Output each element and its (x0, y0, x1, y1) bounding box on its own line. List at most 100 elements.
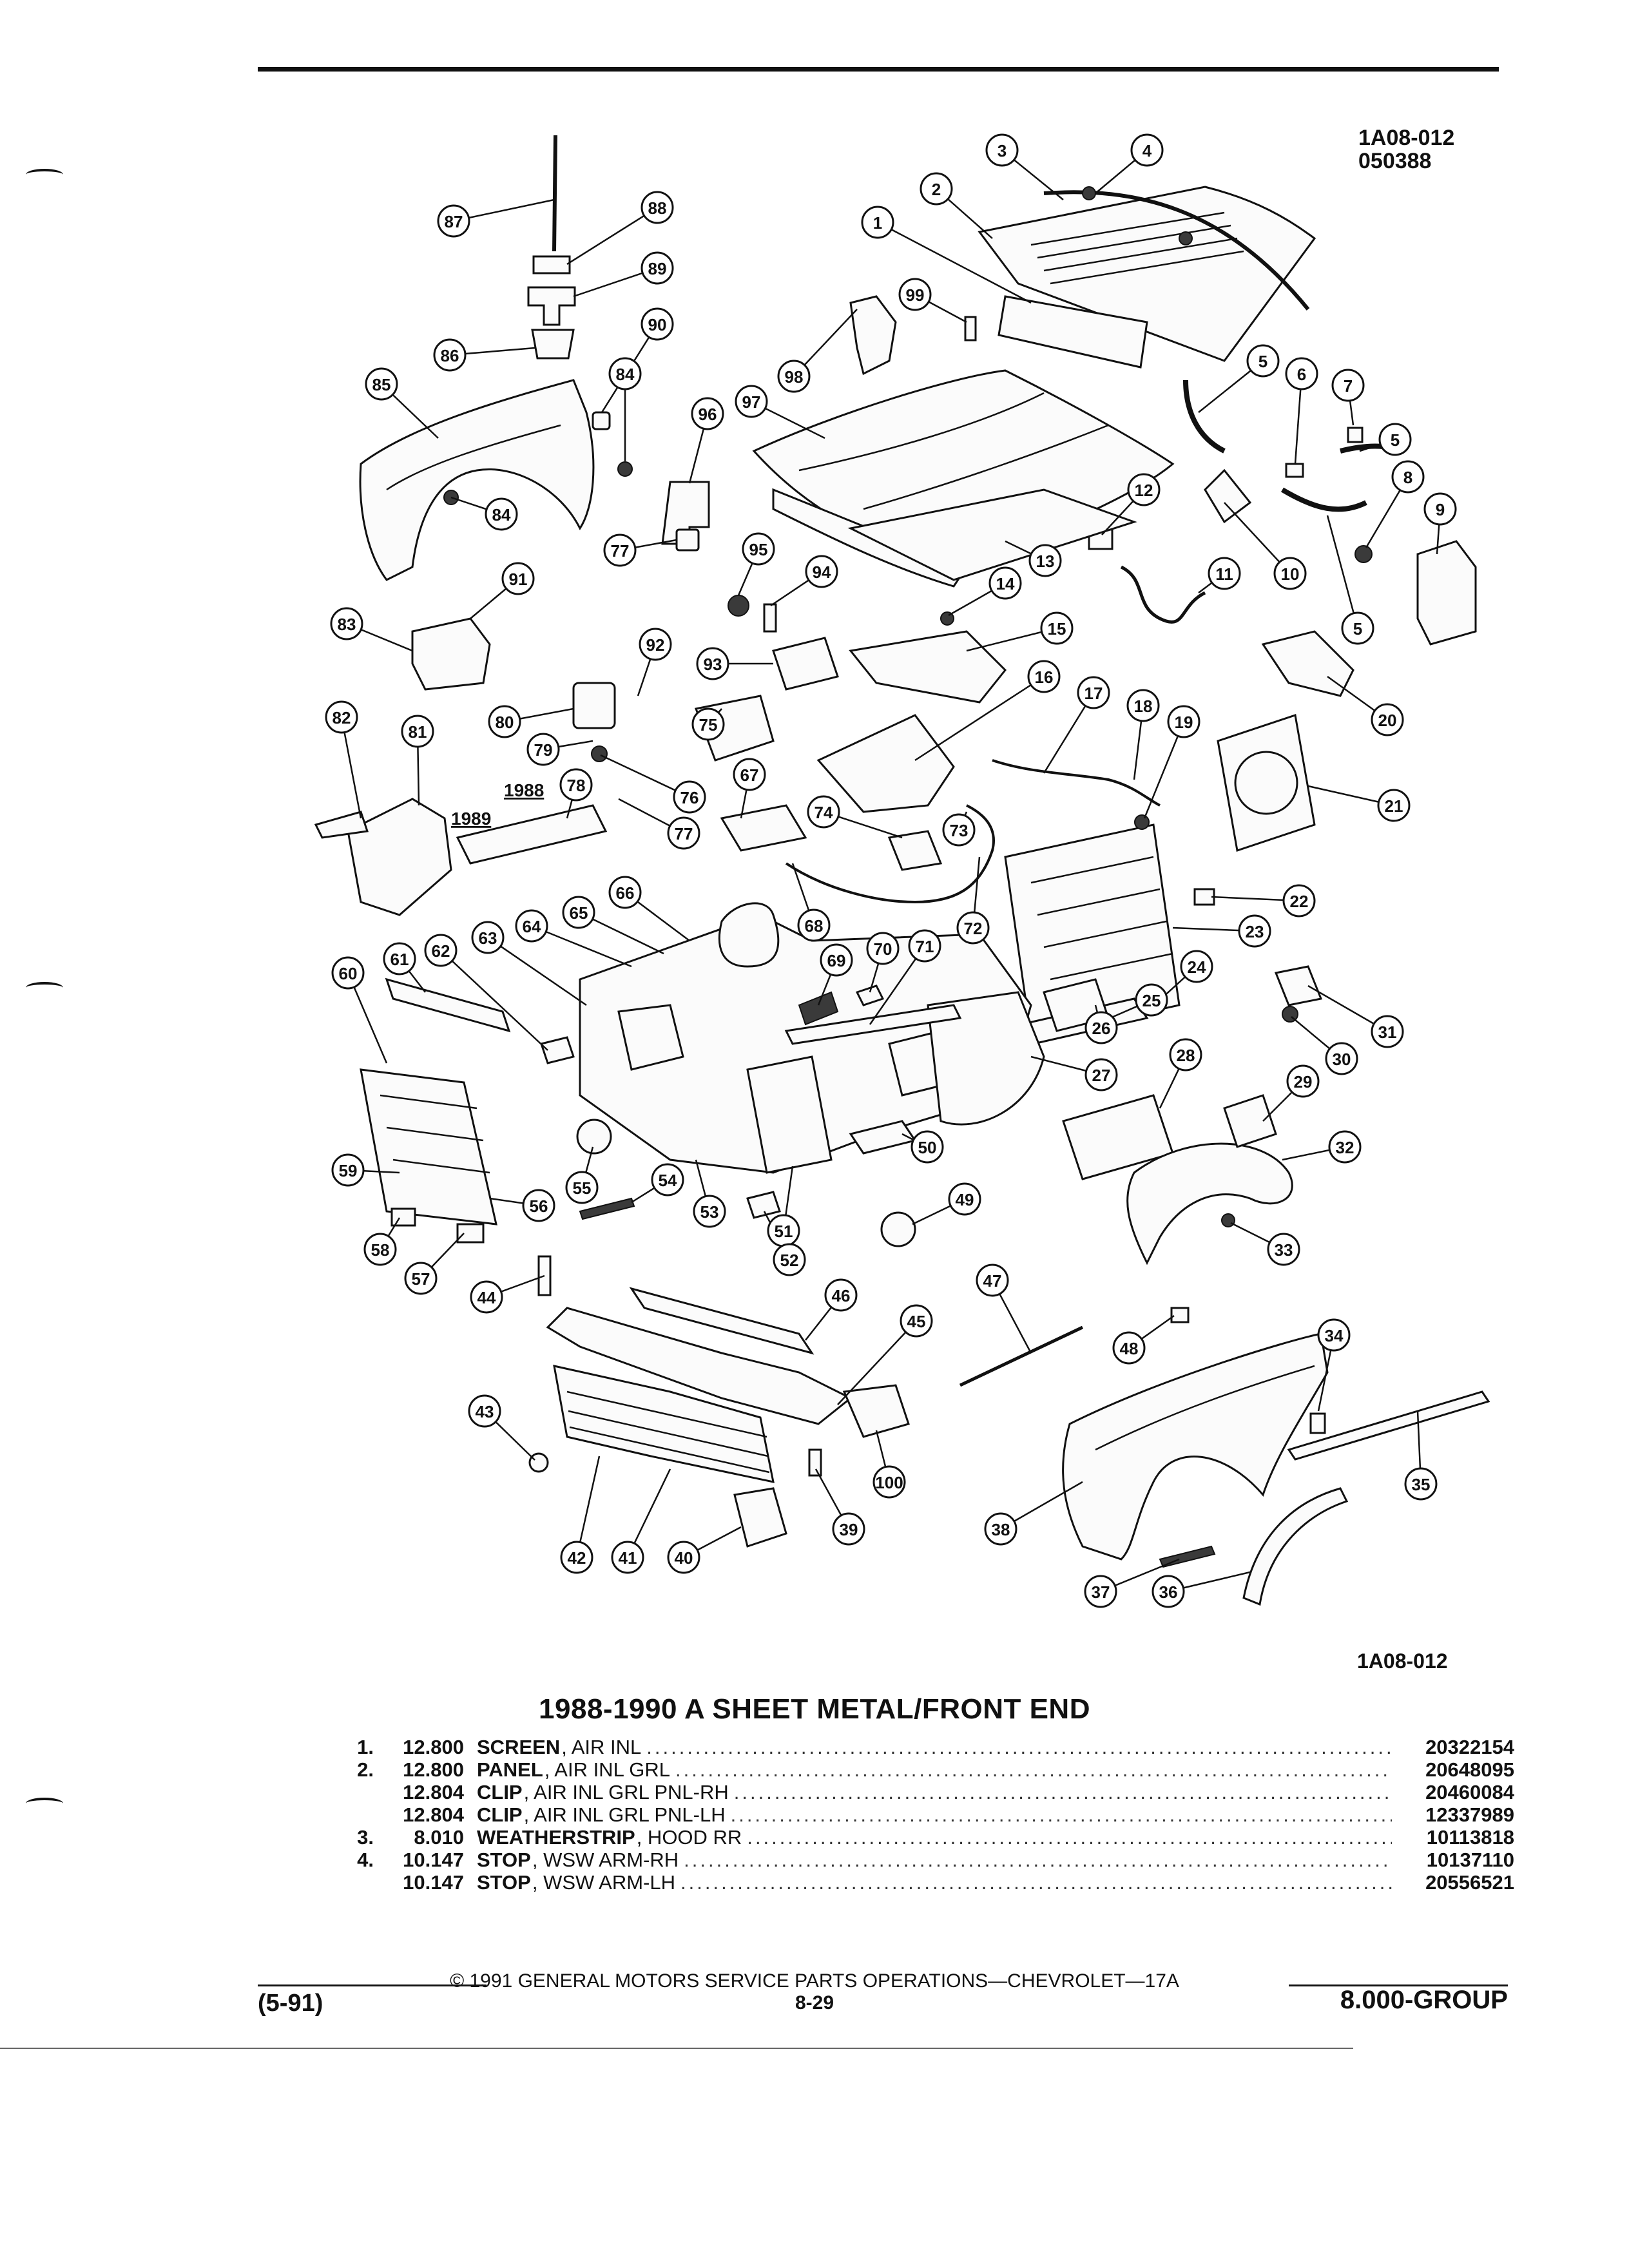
callout-circle (735, 385, 768, 418)
callout-circle (1180, 950, 1213, 983)
leader-dots: ........................................… (747, 1826, 1392, 1849)
callout-circle (526, 733, 560, 766)
callout-label: 46 (832, 1286, 851, 1305)
callout-3: 3 (985, 133, 1019, 167)
callout-circle (565, 1171, 599, 1204)
callout-49: 49 (948, 1182, 981, 1216)
fender-skirt-crease (386, 424, 561, 491)
wiper-stop-lh-drawing (1179, 231, 1193, 245)
bracket-58-drawing (390, 1207, 416, 1227)
part-name: SCREEN (477, 1736, 561, 1758)
callout-label: 52 (780, 1251, 799, 1270)
callout-circle (1423, 492, 1457, 526)
callout-label: 26 (1092, 1019, 1111, 1038)
callout-circle (900, 1304, 933, 1338)
callout-label: 86 (441, 346, 459, 365)
callout-label: 34 (1325, 1326, 1344, 1345)
callout-circle (1331, 369, 1365, 402)
panel-51-drawing (746, 1055, 833, 1174)
callout-label: 91 (509, 570, 528, 589)
callout-label: 1 (873, 213, 882, 233)
callout-label: 84 (492, 505, 511, 524)
callout-label: 41 (619, 1548, 637, 1568)
bracket-74-drawing (887, 830, 943, 871)
callout-label: 98 (785, 367, 804, 387)
callout-38: 38 (984, 1512, 1017, 1546)
callout-86: 86 (433, 338, 467, 372)
callout-circle (805, 555, 838, 588)
callout-circle (325, 700, 358, 734)
callout-36: 36 (1152, 1575, 1185, 1608)
clip-14-drawing (940, 611, 954, 626)
callout-42: 42 (560, 1541, 593, 1574)
callout-label: 36 (1159, 1582, 1178, 1602)
callout-circle (651, 1163, 684, 1196)
callout-leader-62 (440, 950, 548, 1051)
callout-label: 57 (412, 1269, 430, 1289)
callout-label: 8 (1403, 468, 1412, 487)
callout-circle (691, 707, 725, 741)
upper-tie-bar-61-drawing (385, 977, 511, 1033)
callout-circle (608, 357, 642, 390)
callout-20: 20 (1371, 703, 1404, 736)
callout-69: 69 (820, 943, 853, 977)
callout-circle (562, 896, 595, 929)
fan-drawing (1234, 751, 1298, 815)
bolt-94-drawing (763, 603, 777, 633)
callout-leader-82 (340, 716, 362, 819)
callout-73: 73 (942, 813, 976, 847)
part-number: 10113818 (1426, 1826, 1514, 1849)
callout-90: 90 (641, 307, 674, 341)
callout-circle (515, 909, 548, 943)
callout-label: 69 (827, 951, 846, 970)
bracket-62-drawing (540, 1036, 575, 1064)
callout-47: 47 (976, 1264, 1009, 1297)
callout-label: 78 (567, 776, 586, 795)
callout-circle (1084, 1011, 1118, 1044)
callout-label: 77 (675, 824, 693, 843)
callout-circle (866, 932, 900, 965)
bracket-39-drawing (808, 1448, 822, 1477)
callout-label: 50 (918, 1138, 937, 1157)
callout-label: 74 (815, 803, 833, 822)
callout-59: 59 (331, 1153, 365, 1187)
callout-label: 100 (875, 1473, 903, 1492)
antenna-bracket-drawing (531, 329, 575, 360)
callout-circle (641, 191, 674, 224)
callout-circle (1391, 460, 1425, 494)
callout-label: 49 (956, 1190, 974, 1209)
callout-label: 60 (339, 964, 358, 983)
callout-7: 7 (1331, 369, 1365, 402)
callout-circle (468, 1394, 501, 1428)
callout-leader-87 (453, 198, 555, 222)
callout-label: 59 (339, 1161, 358, 1180)
callout-label: 29 (1294, 1072, 1313, 1091)
part-number: 12337989 (1425, 1803, 1514, 1826)
callout-label: 40 (675, 1548, 693, 1568)
callout-label: 53 (700, 1202, 719, 1222)
callout-68: 68 (797, 908, 831, 942)
callout-label: 92 (646, 635, 665, 655)
callout-circle (1077, 676, 1110, 709)
diagram-code-bottom: 1A08-012 (1357, 1649, 1448, 1673)
washer-bottle-83-drawing (411, 617, 491, 691)
front-bumper-fascia-drawing (546, 1307, 853, 1425)
callout-66: 66 (608, 876, 642, 909)
part-number: 20556521 (1425, 1871, 1514, 1894)
callout-label: 72 (964, 919, 983, 938)
callout-label: 25 (1142, 991, 1161, 1010)
callout-label: 13 (1036, 552, 1055, 571)
callout-circle (985, 133, 1019, 167)
bracket-57-drawing (456, 1223, 485, 1244)
group-number: 12.804 (403, 1803, 464, 1826)
nut-76-drawing (591, 745, 608, 762)
callout-14: 14 (988, 566, 1022, 600)
clip-70-drawing (855, 985, 885, 1006)
callout-61: 61 (383, 942, 416, 975)
callout-circle (1404, 1467, 1438, 1501)
callout-circle (956, 911, 990, 945)
callout-9: 9 (1423, 492, 1457, 526)
callout-92: 92 (639, 628, 672, 661)
